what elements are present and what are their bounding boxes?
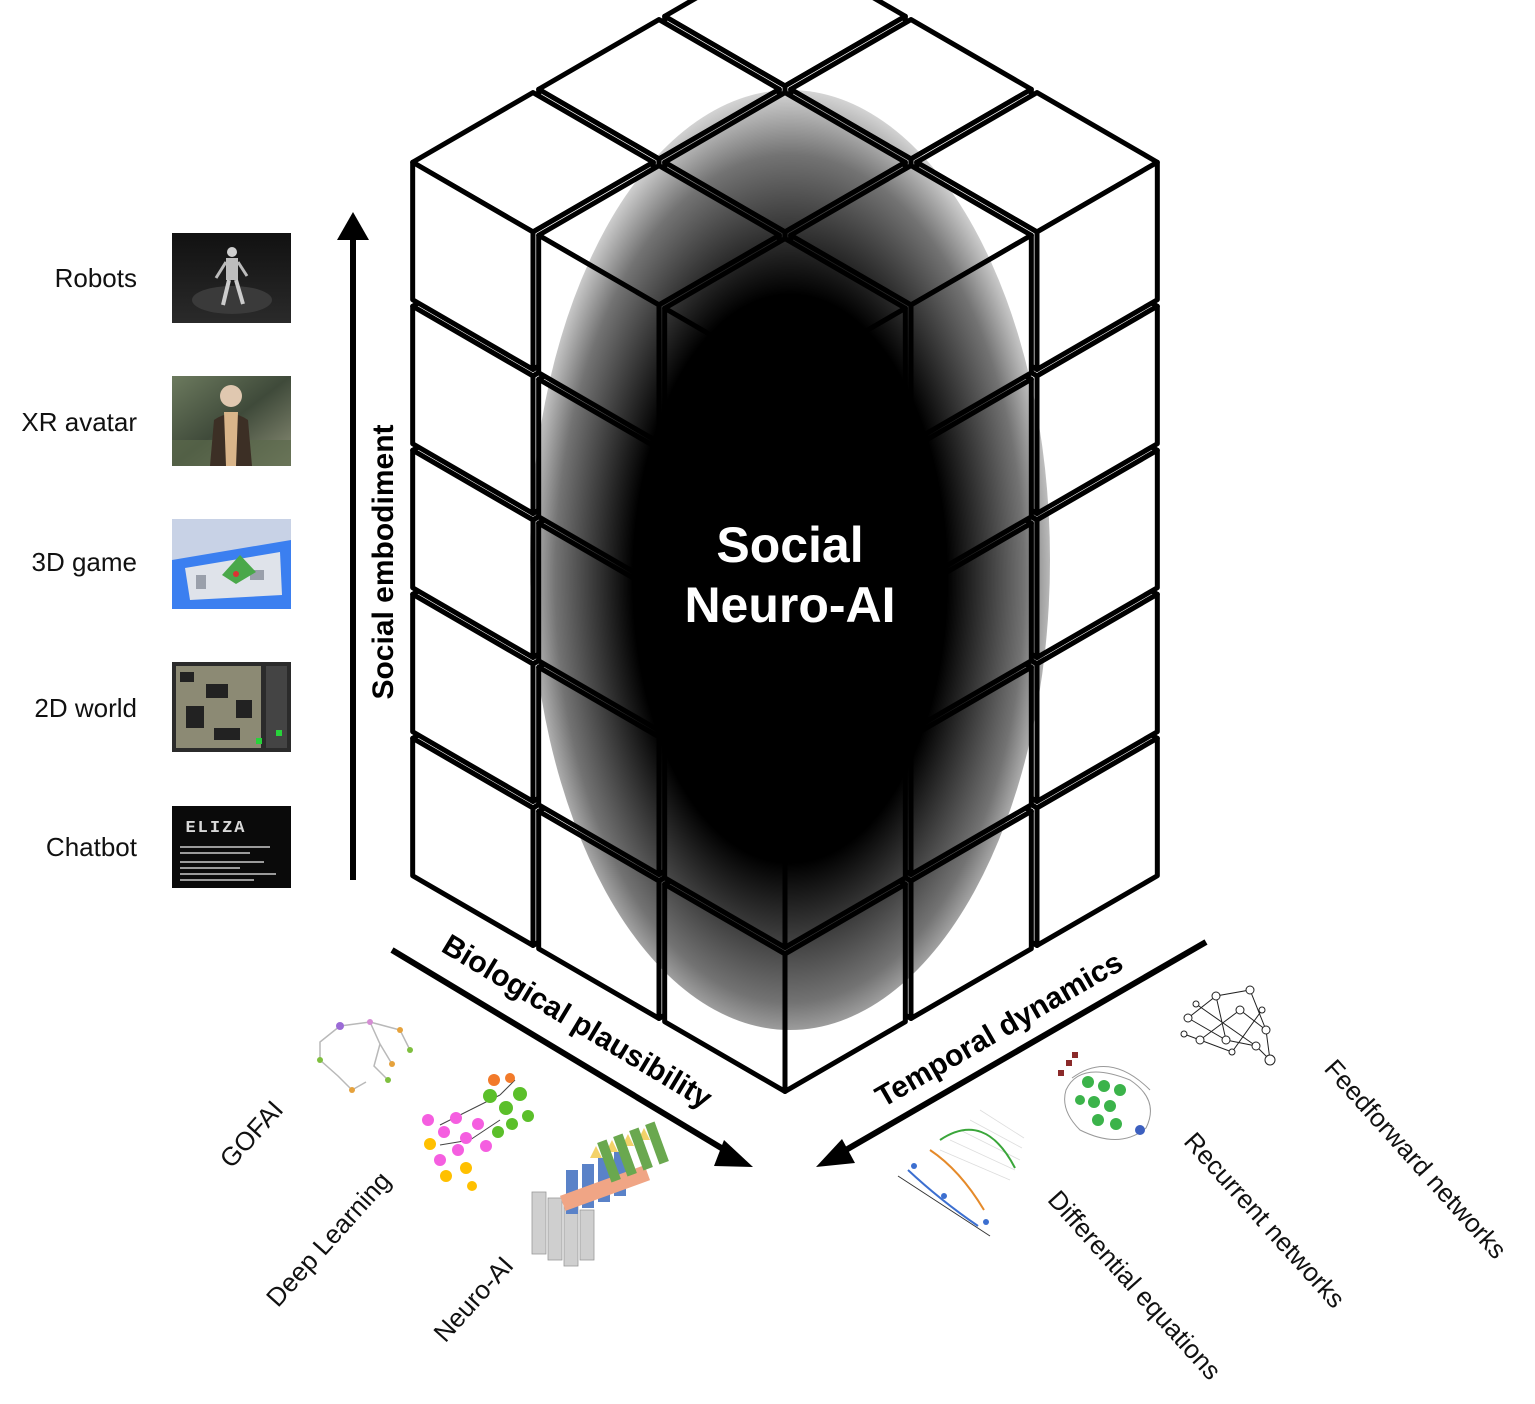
level-recurrent-label: Recurrent networks — [1178, 1126, 1351, 1314]
cube-right-face — [1034, 159, 1160, 372]
level-feedforward-label: Feedforward networks — [1318, 1053, 1512, 1264]
gofai-icon — [317, 1019, 413, 1093]
xr-avatar-thumbnail — [172, 376, 291, 466]
chatbot-screen-eliza: ELIZA — [185, 819, 246, 838]
vertical-axis-label: Social embodiment — [367, 424, 400, 699]
right-axis-line — [830, 939, 1208, 1161]
recurrent-icon — [1058, 1052, 1151, 1140]
level-deep-learning-label: Deep Learning — [260, 1166, 396, 1313]
left-axis-line — [390, 947, 740, 1161]
level-xr-avatar-label: XR avatar — [21, 407, 137, 437]
cube-right-face — [1034, 735, 1160, 948]
deep-learning-icon — [422, 1073, 534, 1191]
robots-thumbnail — [172, 233, 291, 323]
social-embodiment-axis: Social embodiment — [337, 212, 400, 880]
vertical-axis-arrowhead — [337, 212, 369, 240]
center-title-line2: Neuro-AI — [684, 577, 895, 633]
neuro-ai-icon — [531, 1121, 669, 1267]
differential-equations-icon — [897, 1109, 1025, 1237]
level-robots-label: Robots — [55, 263, 137, 293]
chatbot-thumbnail: ELIZA — [172, 806, 291, 888]
3d-game-thumbnail — [172, 519, 291, 609]
right-axis-arrowhead — [816, 1139, 855, 1167]
level-gofai-label: GOFAI — [214, 1094, 289, 1173]
left-axis-arrowhead — [714, 1140, 753, 1167]
center-title-line1: Social — [716, 517, 863, 573]
level-differential-label: Differential equations — [1042, 1184, 1227, 1385]
level-chatbot-label: Chatbot — [46, 832, 138, 862]
level-neuro-ai-label: Neuro-AI — [427, 1250, 519, 1347]
cube-right-face — [1034, 303, 1160, 516]
level-3d-game-label: 3D game — [32, 547, 138, 577]
2d-world-thumbnail — [172, 662, 291, 752]
feedforward-icon — [1180, 985, 1276, 1066]
dark-core — [530, 90, 1050, 1030]
level-2d-world-label: 2D world — [34, 693, 137, 723]
